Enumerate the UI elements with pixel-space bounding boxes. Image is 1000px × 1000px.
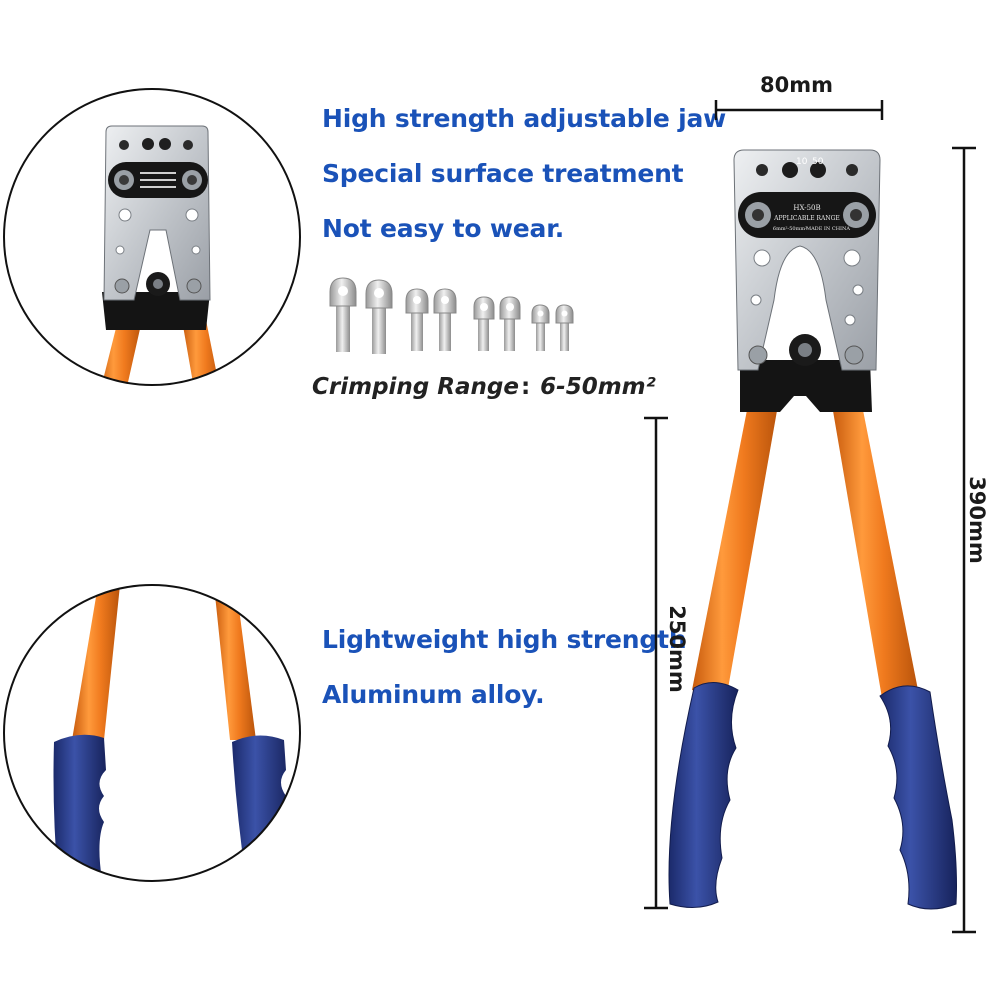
feature-wear: Not easy to wear. [322, 214, 565, 243]
plate-range-title: APPLICABLE RANGE [773, 215, 840, 222]
zoom-circle-border [3, 88, 301, 386]
feature-alloy: Aluminum alloy. [322, 680, 545, 709]
plate-origin: MADE IN CHINA [806, 226, 850, 232]
grip-zoom-circle [4, 585, 300, 881]
plate-model: HX-50B [793, 204, 820, 212]
die-label-b: 50 [812, 157, 824, 167]
crimping-range-value: 6-50mm² [540, 374, 656, 400]
die-label-a: 10 [796, 157, 808, 167]
zoom-circle-border-bottom [3, 584, 301, 882]
plate-range: 6mm²-50mm² [773, 226, 807, 232]
dimension-lines [644, 100, 976, 934]
dimension-width-label: 80mm [760, 73, 833, 97]
feature-surface: Special surface treatment [322, 159, 684, 188]
feature-lightweight: Lightweight high strength [322, 625, 687, 654]
crimping-tool: 10 50 HX-50B APPLICABLE RANGE 6mm²-50mm²… [668, 149, 957, 910]
crimping-range-separator: : [520, 374, 531, 400]
feature-jaw: High strength adjustable jaw [322, 104, 727, 133]
jaw-zoom-circle [4, 89, 300, 385]
crimping-range: Crimping Range:6-50mm² [312, 374, 656, 400]
cable-lugs [329, 277, 574, 354]
crimping-range-label: Crimping Range [312, 374, 519, 400]
